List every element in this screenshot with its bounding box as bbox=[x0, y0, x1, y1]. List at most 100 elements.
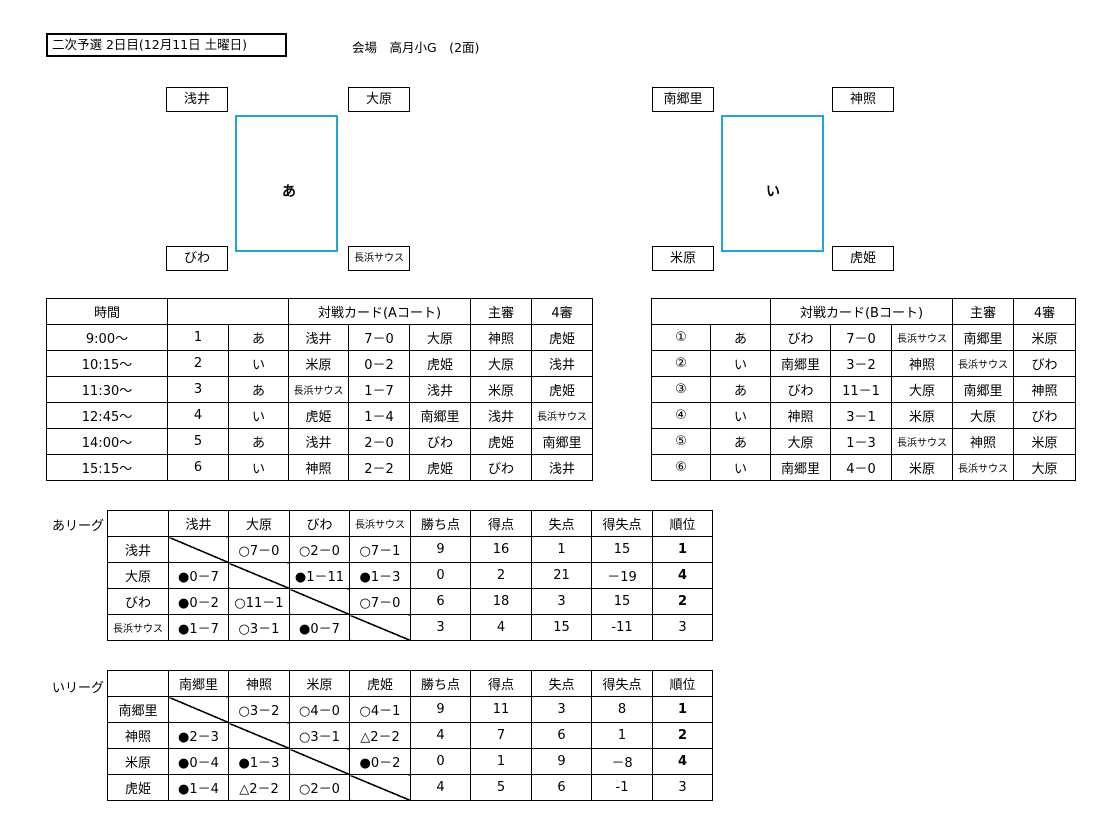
time-cell: 9:00～ bbox=[46, 324, 168, 351]
score-cell: 1－4 bbox=[348, 402, 410, 429]
fourth-official-cell: 大原 bbox=[1013, 454, 1077, 481]
header-cell: 勝ち点 bbox=[410, 510, 471, 537]
home-team-cell: 南郷里 bbox=[770, 454, 831, 481]
result-cell: ○7－0 bbox=[228, 536, 290, 563]
self-match-cell bbox=[228, 562, 290, 589]
points-cell: 9 bbox=[410, 696, 471, 723]
court-b-team-bottom-right: 虎姫 bbox=[832, 246, 894, 271]
table-row: 10:15～ 2 い 米原 0－2 虎姫 大原 浅井 bbox=[46, 350, 594, 377]
rank-cell: 4 bbox=[652, 562, 713, 589]
self-match-cell bbox=[349, 614, 411, 641]
table-row: ⑥ い 南郷里 4－0 米原 長浜サウス 大原 bbox=[651, 454, 1077, 481]
court-b-label: い bbox=[766, 184, 780, 200]
self-match-cell bbox=[228, 722, 290, 749]
home-team-cell: 南郷里 bbox=[770, 350, 831, 377]
score-cell: 2－0 bbox=[348, 428, 410, 455]
rank-cell: 1 bbox=[652, 536, 713, 563]
away-team-cell: 浅井 bbox=[408, 376, 472, 403]
table-row: ③ あ びわ 11－1 大原 南郷里 神照 bbox=[651, 376, 1077, 403]
goals-against-cell: 6 bbox=[531, 722, 592, 749]
table-row: ② い 南郷里 3－2 神照 長浜サウス びわ bbox=[651, 350, 1077, 377]
goal-diff-cell: 1 bbox=[591, 722, 653, 749]
header-cell: 浅井 bbox=[168, 510, 229, 537]
result-cell: ●1－3 bbox=[228, 748, 290, 775]
match-number-cell: 6 bbox=[167, 454, 229, 481]
fourth-official-cell: 米原 bbox=[1013, 428, 1077, 455]
table-row: 14:00～ 5 あ 浅井 2－0 びわ 虎姫 南郷里 bbox=[46, 428, 594, 455]
table-row: 11:30～ 3 あ 長浜サウス 1－7 浅井 米原 虎姫 bbox=[46, 376, 594, 403]
referee-cell: 大原 bbox=[952, 402, 1015, 429]
table-row: びわ ●0－2 ○11－1 ○7－0 6 18 3 15 2 bbox=[107, 588, 713, 615]
match-number-cell: ② bbox=[651, 350, 711, 377]
rank-cell: 3 bbox=[652, 614, 713, 641]
goals-for-cell: 5 bbox=[470, 774, 532, 801]
away-team-cell: びわ bbox=[408, 428, 472, 455]
result-cell: ●0－2 bbox=[349, 748, 411, 775]
home-team-cell: びわ bbox=[770, 324, 831, 351]
header-cell: 得点 bbox=[470, 510, 532, 537]
score-cell: 3－1 bbox=[830, 402, 892, 429]
table-row: 神照 ●2－3 ○3－1 △2－2 4 7 6 1 2 bbox=[107, 722, 713, 749]
table-row: 9:00～ 1 あ 浅井 7－0 大原 神照 虎姫 bbox=[46, 324, 594, 351]
home-team-cell: 米原 bbox=[288, 350, 349, 377]
header-cell: びわ bbox=[289, 510, 350, 537]
score-cell: 1－7 bbox=[348, 376, 410, 403]
match-number-cell: 5 bbox=[167, 428, 229, 455]
league-b-table: 南郷里 神照 米原 虎姫 勝ち点 得点 失点 得失点 順位 南郷里 ○3－2 ○… bbox=[107, 670, 713, 801]
header-cell: 南郷里 bbox=[168, 670, 229, 697]
match-number-cell: 2 bbox=[167, 350, 229, 377]
header-cell: 主審 bbox=[470, 298, 533, 325]
goals-against-cell: 9 bbox=[531, 748, 592, 775]
points-cell: 6 bbox=[410, 588, 471, 615]
referee-cell: 長浜サウス bbox=[952, 350, 1015, 377]
goals-against-cell: 21 bbox=[531, 562, 592, 589]
court-cell: あ bbox=[228, 324, 289, 351]
fourth-official-cell: 南郷里 bbox=[531, 428, 594, 455]
home-team-cell: 長浜サウス bbox=[288, 376, 349, 403]
goal-diff-cell: -1 bbox=[591, 774, 653, 801]
away-team-cell: 長浜サウス bbox=[890, 428, 954, 455]
team-name-cell: 長浜サウス bbox=[107, 614, 169, 641]
result-cell: ●0－7 bbox=[168, 562, 229, 589]
result-cell: ○7－1 bbox=[349, 536, 411, 563]
time-cell: 11:30～ bbox=[46, 376, 168, 403]
court-cell: あ bbox=[228, 376, 289, 403]
score-cell: 1－3 bbox=[830, 428, 892, 455]
self-match-cell bbox=[168, 696, 229, 723]
time-cell: 15:15～ bbox=[46, 454, 168, 481]
league-b-header-row: 南郷里 神照 米原 虎姫 勝ち点 得点 失点 得失点 順位 bbox=[107, 670, 713, 697]
result-cell: ●0－7 bbox=[289, 614, 350, 641]
goals-for-cell: 1 bbox=[470, 748, 532, 775]
header-cell: 失点 bbox=[531, 510, 592, 537]
league-a-header-row: 浅井 大原 びわ 長浜サウス 勝ち点 得点 失点 得失点 順位 bbox=[107, 510, 713, 537]
referee-cell: 南郷里 bbox=[952, 324, 1015, 351]
header-cell: 4審 bbox=[1013, 298, 1077, 325]
score-cell: 0－2 bbox=[348, 350, 410, 377]
result-cell: ●0－2 bbox=[168, 588, 229, 615]
fourth-official-cell: 神照 bbox=[1013, 376, 1077, 403]
header-cell: 得失点 bbox=[591, 510, 653, 537]
table-row: ④ い 神照 3－1 米原 大原 びわ bbox=[651, 402, 1077, 429]
table-row: 米原 ●0－4 ●1－3 ●0－2 0 1 9 －8 4 bbox=[107, 748, 713, 775]
schedule-a-header-row: 時間 対戦カード(Aコート) 主審 4審 bbox=[46, 298, 594, 325]
match-number-cell: ④ bbox=[651, 402, 711, 429]
self-match-cell bbox=[289, 748, 350, 775]
rank-cell: 2 bbox=[652, 588, 713, 615]
away-team-cell: 米原 bbox=[890, 454, 954, 481]
goals-against-cell: 3 bbox=[531, 588, 592, 615]
away-team-cell: 米原 bbox=[890, 402, 954, 429]
match-number-cell: 3 bbox=[167, 376, 229, 403]
home-team-cell: 大原 bbox=[770, 428, 831, 455]
home-team-cell: 浅井 bbox=[288, 428, 349, 455]
referee-cell: 南郷里 bbox=[952, 376, 1015, 403]
referee-cell: 神照 bbox=[470, 324, 533, 351]
header-cell: 勝ち点 bbox=[410, 670, 471, 697]
team-name-cell: 南郷里 bbox=[107, 696, 169, 723]
points-cell: 3 bbox=[410, 614, 471, 641]
court-b-team-top-left: 南郷里 bbox=[652, 87, 714, 112]
venue-label: 会場 高月小G (2面) bbox=[352, 40, 480, 55]
table-row: 大原 ●0－7 ●1－11 ●1－3 0 2 21 －19 4 bbox=[107, 562, 713, 589]
rank-cell: 1 bbox=[652, 696, 713, 723]
goals-against-cell: 1 bbox=[531, 536, 592, 563]
referee-cell: 虎姫 bbox=[470, 428, 533, 455]
